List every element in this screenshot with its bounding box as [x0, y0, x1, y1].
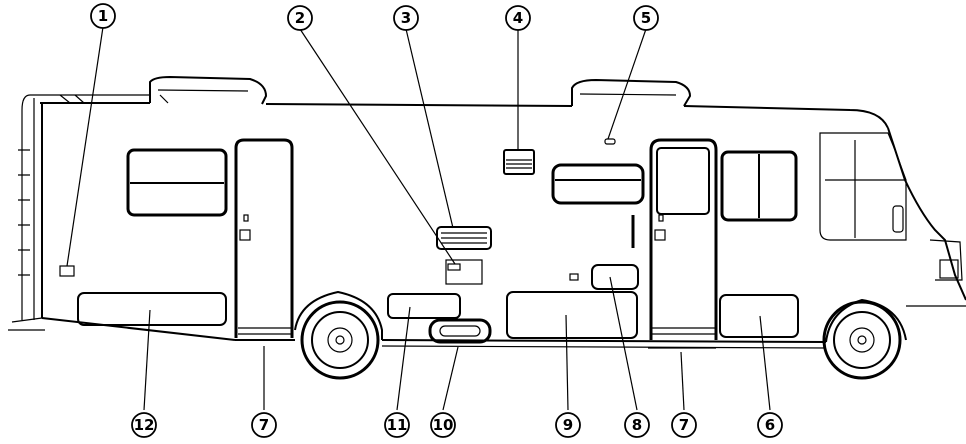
callout-number: 10: [433, 416, 454, 434]
callout-circle: [287, 5, 313, 31]
front-wheel: [822, 300, 902, 380]
callout-number: 5: [641, 9, 651, 27]
callout-circle: [251, 412, 277, 438]
component-10-vent: [428, 318, 492, 344]
front-window: [720, 150, 798, 222]
component-3-vent: [436, 226, 492, 250]
callout-c2: 2: [287, 5, 313, 31]
callout-c7a: 7: [251, 412, 277, 438]
callout-number: 1: [98, 7, 108, 25]
rear-wheel: [300, 300, 380, 380]
callout-number: 12: [134, 416, 155, 434]
callout-circle: [430, 412, 456, 438]
callout-number: 3: [401, 9, 411, 27]
component-4-vent: [503, 149, 535, 175]
callout-number: 6: [765, 416, 775, 434]
callout-number: 11: [387, 416, 408, 434]
callout-c4: 4: [505, 5, 531, 31]
component-8-compartment: [591, 264, 639, 290]
callout-c3: 3: [393, 5, 419, 31]
callout-circle: [505, 5, 531, 31]
callout-circle: [555, 412, 581, 438]
component-11-compartment: [387, 293, 461, 319]
callout-c5: 5: [633, 5, 659, 31]
callout-circle: [384, 412, 410, 438]
component-1-outlet: [59, 265, 75, 277]
rear-window: [126, 148, 228, 217]
rear-door: [234, 138, 294, 338]
callout-circle: [757, 412, 783, 438]
rear-roof-air-conditioner: [149, 75, 268, 105]
component-2-data-plate: [445, 259, 483, 285]
small-outlet: [569, 273, 579, 281]
component-5-light: [604, 138, 616, 145]
callout-circle: [131, 412, 157, 438]
leader-lines: [66, 26, 771, 411]
callout-c10: 10: [430, 412, 456, 438]
callout-circle: [393, 5, 419, 31]
callout-c8: 8: [624, 412, 650, 438]
component-6-compartment: [719, 294, 799, 338]
callout-c1: 1: [90, 3, 116, 29]
callout-number: 9: [563, 416, 573, 434]
callout-c9: 9: [555, 412, 581, 438]
component-12-compartment: [77, 292, 227, 326]
callout-c7b: 7: [671, 412, 697, 438]
callout-circle: [633, 5, 659, 31]
callout-c11: 11: [384, 412, 410, 438]
front-roof-air-conditioner: [571, 78, 692, 107]
callout-circle: [90, 3, 116, 29]
mid-window: [551, 163, 645, 205]
callout-c12: 12: [131, 412, 157, 438]
rv-body: [8, 94, 966, 349]
component-9-compartment: [506, 291, 638, 339]
callout-circle: [624, 412, 650, 438]
callout-number: 8: [632, 416, 642, 434]
callout-c6: 6: [757, 412, 783, 438]
callout-number: 7: [259, 416, 269, 434]
callout-number: 2: [295, 9, 305, 27]
callout-number: 7: [679, 416, 689, 434]
entry-door: [648, 138, 718, 349]
callout-circle: [671, 412, 697, 438]
callout-number: 4: [513, 9, 523, 27]
